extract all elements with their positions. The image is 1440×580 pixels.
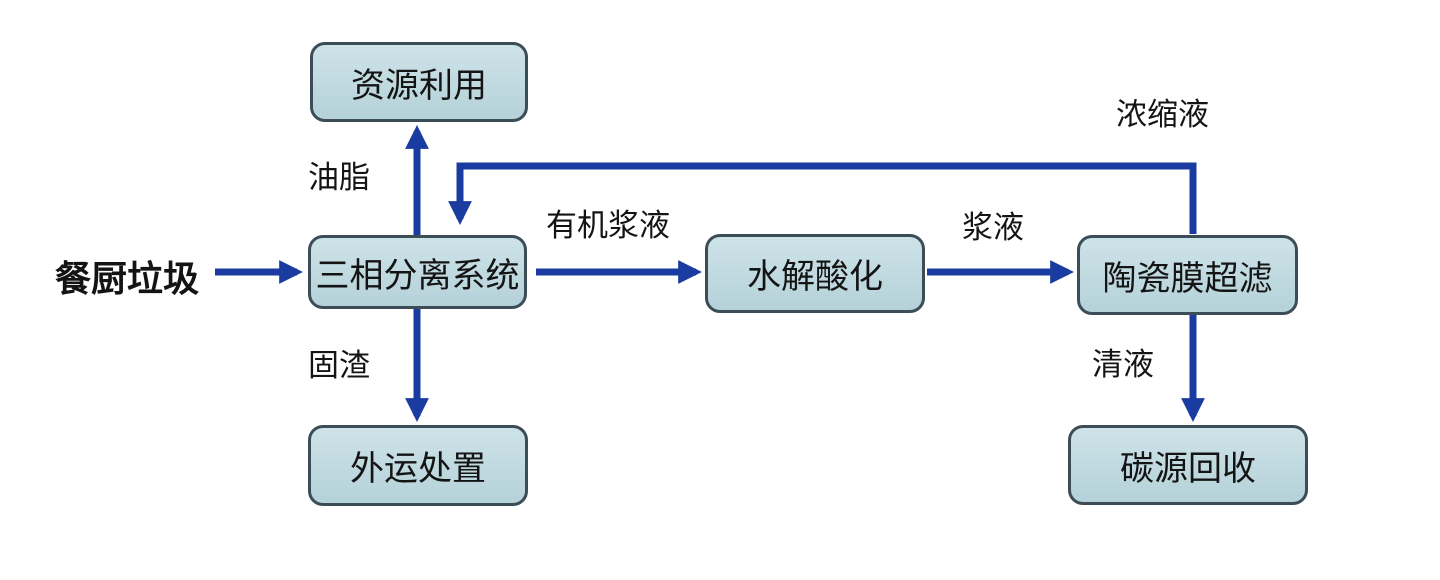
node-hydrolysis-acidification: 水解酸化 <box>705 234 925 313</box>
node-label: 碳源回收 <box>1120 450 1256 488</box>
edge-label-oil: 油脂 <box>308 160 370 195</box>
node-carbon-source-recovery: 碳源回收 <box>1068 425 1308 505</box>
node-label: 三相分离系统 <box>315 257 520 295</box>
node-label: 外运处置 <box>350 451 486 488</box>
edge-label-slurry: 浆液 <box>962 210 1024 245</box>
arrow-ceramic-return-to-separation <box>448 162 1197 234</box>
node-label: 陶瓷膜超滤 <box>1102 260 1273 298</box>
node-label: 水解酸化 <box>747 259 883 296</box>
node-label: 资源利用 <box>351 67 487 105</box>
edge-label-concentrate: 浓缩液 <box>1116 97 1209 132</box>
node-ceramic-membrane-ultrafiltration: 陶瓷膜超滤 <box>1077 235 1298 315</box>
edge-label-organic-slurry: 有机浆液 <box>546 208 670 243</box>
node-three-phase-separation-system: 三相分离系统 <box>308 235 527 309</box>
source-label-kitchen-waste: 餐厨垃圾 <box>55 259 200 299</box>
edge-label-clear-liquid: 清液 <box>1092 347 1154 382</box>
node-resource-use: 资源利用 <box>310 42 528 122</box>
node-outbound-disposal: 外运处置 <box>308 425 528 506</box>
edge-label-solid-residue: 固渣 <box>308 348 370 383</box>
